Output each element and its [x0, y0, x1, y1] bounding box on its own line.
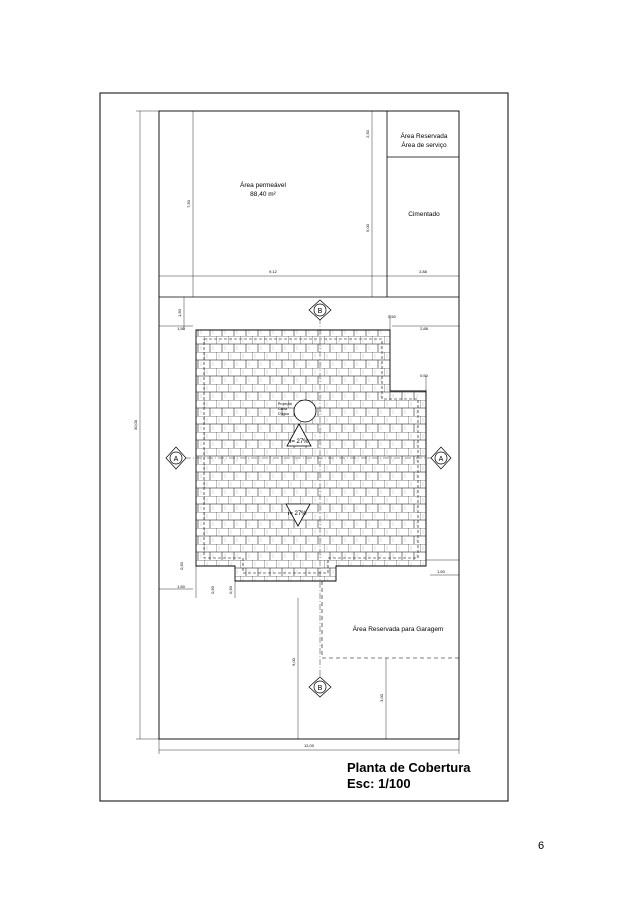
water-tank-label-1: Projeção — [278, 402, 292, 406]
dim-right-offset: 2,88 — [420, 326, 429, 331]
area-servico-label-2: Área de serviço — [401, 140, 447, 149]
water-tank-projection — [293, 399, 317, 423]
roof-slope-upper: i= 27% — [290, 439, 309, 445]
section-marker-a-right: A — [430, 446, 452, 470]
drawing-frame — [99, 92, 509, 802]
area-permeavel-value: 88,40 m² — [250, 191, 276, 198]
area-garagem-label: Área Reservada para Garagem — [353, 624, 444, 633]
section-marker-a-right-label: A — [439, 456, 444, 463]
dim-service-top: 2,50 — [365, 129, 370, 138]
wall-outline-dashed — [203, 338, 419, 574]
section-marker-a-left: A — [165, 446, 187, 470]
section-marker-b-top-label: B — [318, 308, 323, 315]
area-permeavel-label: Área permeável — [240, 180, 286, 189]
area-cimentado-label: Cimentado — [408, 211, 440, 218]
dim-left-bottom: 1,50 — [177, 584, 186, 589]
roof-slope-lower: i= 27% — [288, 511, 307, 517]
roof-tiles — [195, 329, 427, 582]
dim-right-bottom: 1,50 — [437, 569, 446, 574]
section-marker-b-bottom-label: B — [318, 685, 323, 692]
dim-small-right: 0,50 — [420, 373, 429, 378]
section-marker-b-top: B — [308, 299, 332, 321]
water-tank-label-3: D'água — [278, 412, 289, 416]
dim-bottom-small-1: 0,50 — [179, 561, 184, 570]
plan-title: Planta de Cobertura — [347, 760, 471, 775]
section-marker-a-left-label: A — [174, 456, 179, 463]
dim-bottom-small-3: 0,50 — [228, 585, 233, 594]
slope-arrow-up — [286, 423, 312, 447]
page-number: 6 — [538, 840, 545, 852]
water-tank-label-2: Caixa — [278, 407, 287, 411]
dim-garden-width: 9,12 — [269, 269, 278, 274]
lot-outline — [158, 110, 460, 740]
section-marker-b-bottom: B — [308, 676, 332, 698]
dim-bottom-right-height: 3,00 — [379, 693, 384, 702]
dim-garden-height: 7,50 — [186, 199, 191, 208]
dim-roof-left-offset: 1,50 — [177, 326, 186, 331]
slope-arrow-down — [285, 503, 311, 527]
dim-total-height: 30,00 — [133, 419, 138, 430]
dim-service-width: 2,88 — [419, 269, 428, 274]
area-servico-label-1: Área Reservada — [401, 131, 448, 140]
dim-bottom-left-height: 9,00 — [291, 657, 296, 666]
dim-small-top: 0,50 — [388, 314, 397, 319]
plan-scale: Esc: 1/100 — [347, 776, 411, 791]
dim-service-bottom: 5,00 — [365, 223, 370, 232]
dim-roof-top-offset: 1,50 — [177, 308, 182, 317]
dim-total-width: 12,00 — [304, 743, 315, 748]
garage-area-dashed — [321, 581, 459, 659]
dim-bottom-small-2: 0,50 — [210, 585, 215, 594]
